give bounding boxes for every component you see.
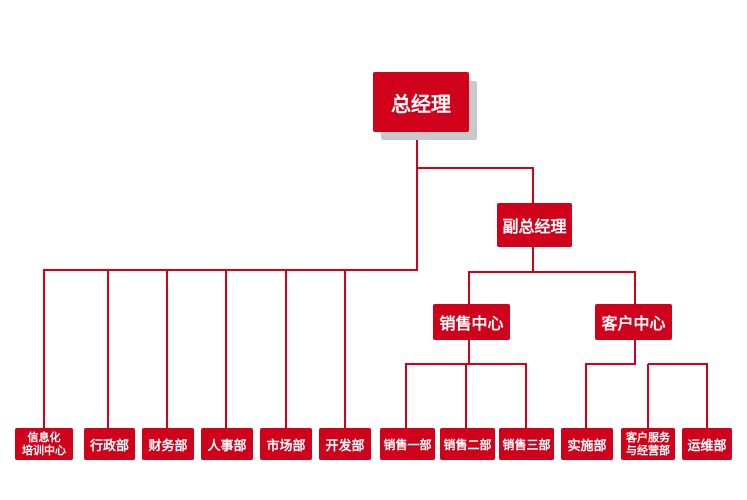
node-marketing-dept: 市场部 (260, 428, 312, 460)
connector-dgm-customer (533, 271, 636, 304)
connector-dgm-centers (468, 247, 534, 304)
node-sales-dept-1: 销售一部 (380, 428, 435, 460)
node-implementation-dept: 实施部 (561, 428, 613, 460)
node-deputy-general-manager: 副总经理 (497, 203, 572, 247)
connector-customer-center (585, 340, 636, 428)
connector-gm-dgm (417, 167, 534, 203)
node-dev-dept: 开发部 (319, 428, 371, 460)
node-info-training-center: 信息化 培训中心 (15, 428, 73, 460)
connector-ops (648, 363, 708, 428)
connector-gm-trunk (43, 132, 418, 428)
node-customer-center: 客户中心 (595, 304, 672, 340)
node-sales-center: 销售中心 (433, 304, 510, 340)
node-general-manager: 总经理 (373, 72, 469, 132)
node-hr-dept: 人事部 (201, 428, 253, 460)
connector-sales-center (405, 340, 470, 428)
node-ops-dept: 运维部 (682, 428, 732, 460)
node-sales-dept-2: 销售二部 (440, 428, 495, 460)
node-customer-service-ops-dept: 客户服务 与经营部 (621, 428, 675, 460)
node-sales-dept-3: 销售三部 (499, 428, 554, 460)
node-finance-dept: 财务部 (142, 428, 194, 460)
node-admin-dept: 行政部 (84, 428, 135, 460)
connector-sales3 (466, 363, 527, 428)
